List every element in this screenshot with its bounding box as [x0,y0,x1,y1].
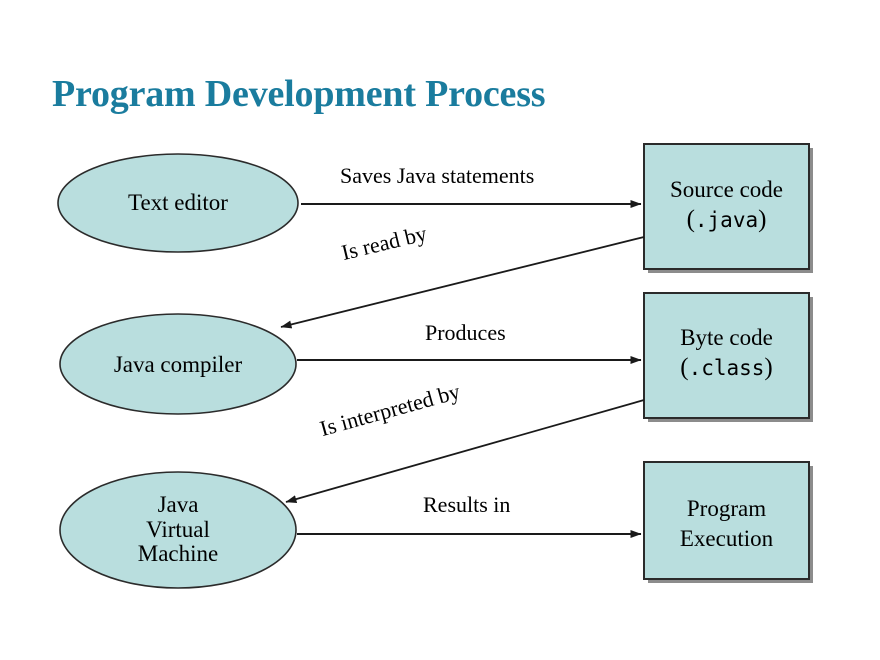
node-label-text-editor: Text editor [58,180,298,226]
node-ellipse-text-editor [57,153,299,253]
page-title: Program Development Process [52,73,546,115]
node-label-line: Text editor [128,189,228,215]
node-label-java-compiler: Java compiler [60,342,296,388]
edge-arrow-is-read-by [280,236,645,329]
paren-open: ( [680,353,689,381]
node-label-line: Execution [679,525,774,551]
node-label-line: Java compiler [113,351,243,377]
paren-close: ) [758,205,767,233]
paren-open: ( [686,205,695,233]
node-box-byte-code [643,292,810,419]
node-label-source-code: Source code (.java) [644,177,809,233]
node-box-source-code [643,143,810,270]
edge-arrow-is-interpreted-by [285,399,645,503]
node-label-program-execution: Program Execution [644,494,809,554]
node-label-extension: (.java) [644,206,809,233]
edge-label-saves: Saves Java statements [340,163,535,188]
extension-text: .java [694,207,759,232]
node-label-title: Byte code [680,325,773,350]
node-label-line: Virtual [146,516,210,542]
edge-label-produces: Produces [425,320,506,345]
node-label-line: Program [686,496,767,521]
extension-text: .class [688,355,765,380]
node-label-jvm: Java Virtual Machine [60,478,296,582]
node-box-program-execution [643,461,810,580]
node-label-title: Source code [669,177,784,202]
paren-close: ) [764,353,773,381]
edge-label-results-in: Results in [423,492,511,517]
node-ellipse-jvm [59,471,297,589]
node-label-extension: (.class) [644,354,809,381]
node-label-line: Java [157,491,199,517]
node-ellipse-java-compiler [59,313,297,415]
node-label-byte-code: Byte code (.class) [644,325,809,381]
node-label-line: Machine [137,541,219,567]
